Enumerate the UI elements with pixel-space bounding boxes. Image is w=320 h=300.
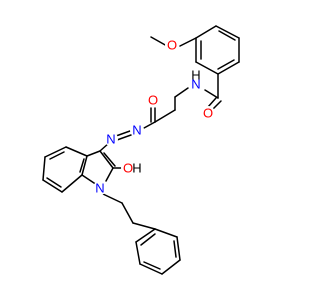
indole-nitrogen-label: N	[95, 181, 104, 196]
indole-pyrrole-ring	[81, 150, 116, 186]
amide-hydrogen-label: H	[191, 68, 200, 83]
enol-hydrogen-label: H	[132, 161, 141, 176]
methoxy-oxygen-label: O	[167, 38, 177, 53]
amide-oxygen-label: O	[203, 106, 213, 121]
indole-benzene-ring	[42, 146, 88, 193]
atom-labels: O N H O O N N O H N	[93, 38, 215, 196]
methoxyphenyl-ring	[195, 25, 240, 75]
hydrazide-oxygen-label: O	[148, 93, 158, 108]
glycyl-bonds	[143, 96, 176, 129]
structure-svg: O N H O O N N O H N	[42, 25, 240, 275]
azo-nitrogen-1-label: N	[132, 123, 141, 138]
enol-oxygen-label: O	[123, 161, 133, 176]
phenyl-ring	[135, 228, 181, 275]
methoxy-group	[150, 36, 197, 47]
amide-nitrogen-label: N	[191, 77, 200, 92]
azo-nitrogen-2-label: N	[106, 132, 115, 147]
molecule-diagram: O N H O O N N O H N	[42, 25, 240, 275]
phenethyl-chain	[102, 193, 156, 230]
